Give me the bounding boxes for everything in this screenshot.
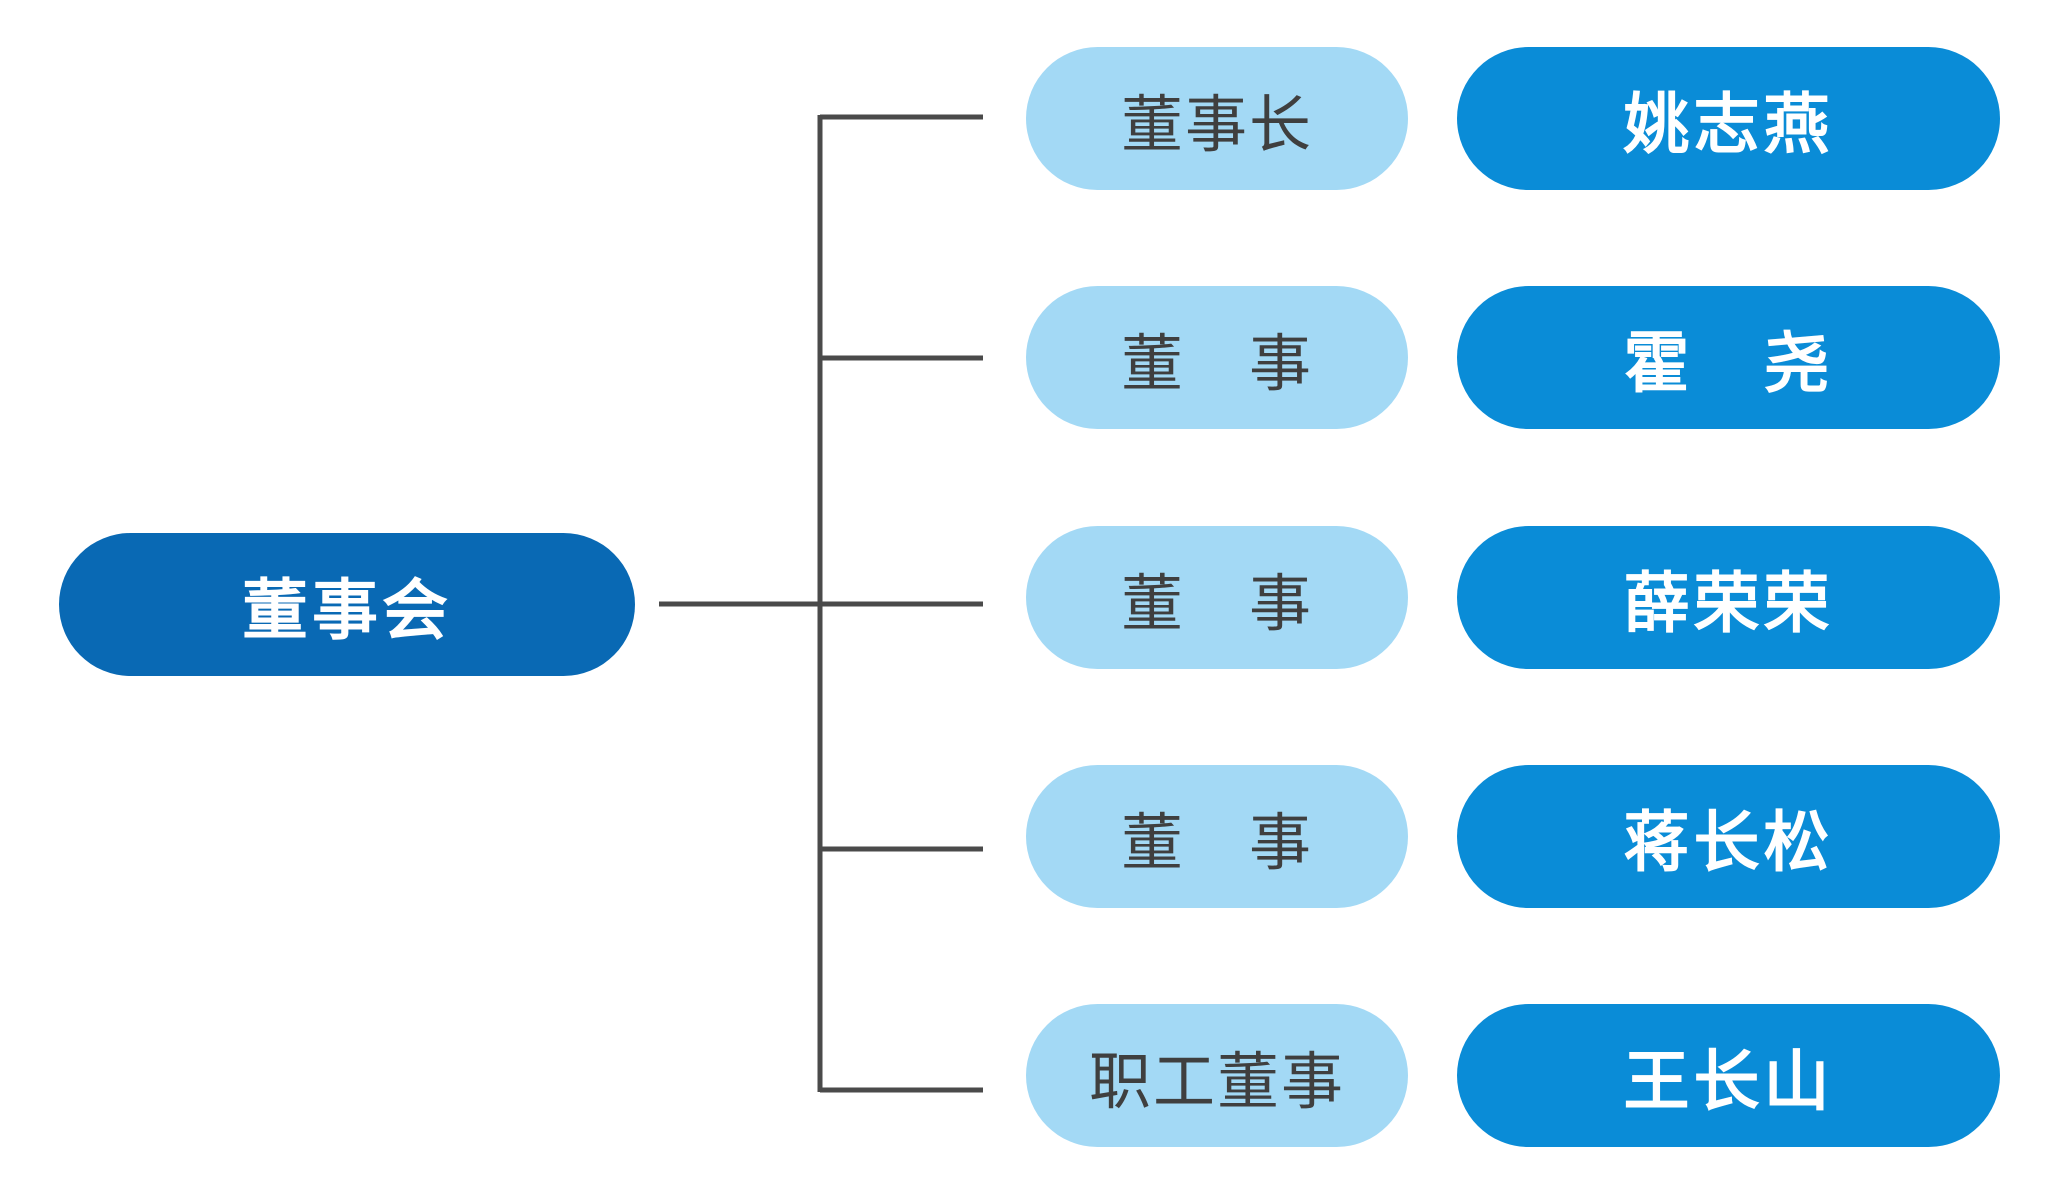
role-node-chairman: 董事长: [1026, 47, 1408, 190]
role-node-employee-director: 职工董事: [1026, 1004, 1408, 1147]
role-node-director-3: 董 事: [1026, 765, 1408, 908]
name-node-chairman: 姚志燕: [1457, 47, 2000, 190]
board-root-node: 董事会: [59, 533, 635, 676]
name-node-director-2: 薛荣荣: [1457, 526, 2000, 669]
name-node-employee-director: 王长山: [1457, 1004, 2000, 1147]
name-node-director-1: 霍 尧: [1457, 286, 2000, 429]
role-node-director-1: 董 事: [1026, 286, 1408, 429]
role-node-director-2: 董 事: [1026, 526, 1408, 669]
name-node-director-3: 蒋长松: [1457, 765, 2000, 908]
